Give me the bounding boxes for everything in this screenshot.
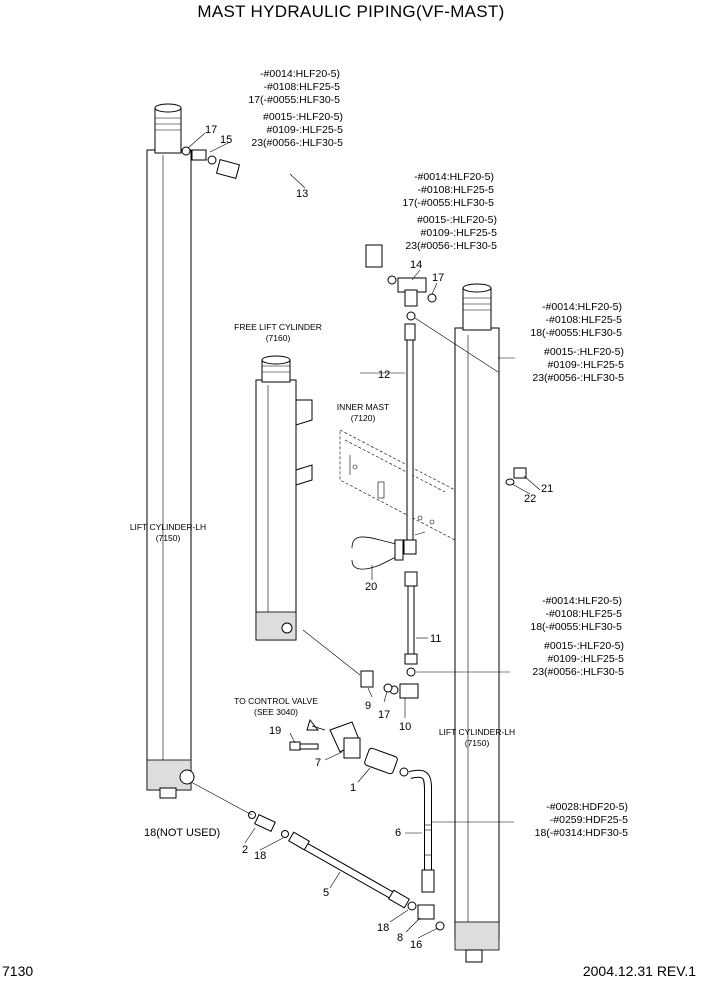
note-line: 18(-#0055:HLF30-5	[530, 621, 622, 633]
note-line: #0109-:HLF25-5	[548, 653, 625, 665]
note-line: #0109-:HLF25-5	[421, 227, 498, 239]
inner-mast-code: (7120)	[351, 413, 376, 423]
valve-1	[364, 747, 409, 777]
page-number: 7130	[2, 963, 34, 979]
to-control-valve-ref: (SEE 3040)	[254, 707, 298, 717]
callout-14: 14	[410, 259, 422, 271]
note-line: 18(-#0055:HLF30-5	[530, 327, 622, 339]
callout-18: 18	[254, 850, 266, 862]
callout-8: 8	[397, 932, 403, 944]
note-line: #0109-:HLF25-5	[548, 359, 625, 371]
lift-cylinder-left-code: (7150)	[156, 533, 181, 543]
free-lift-cylinder	[255, 355, 313, 641]
notes-right: -#0014:HLF20-5) -#0108:HLF25-5 18(-#0055…	[530, 301, 624, 384]
note-line: 17(-#0055:HLF30-5	[402, 197, 494, 209]
note-line: -#0108:HLF25-5	[264, 81, 341, 93]
fitting-9	[360, 670, 393, 693]
note-line: 23(#0056-:HLF30-5	[532, 666, 624, 678]
lift-cylinder-right-code: (7150)	[465, 738, 490, 748]
tee-14	[387, 275, 437, 321]
leader-lines	[187, 132, 541, 939]
note-line: -#0014:HLF20-5)	[414, 171, 494, 183]
callout-11: 11	[430, 633, 441, 645]
tee-8	[407, 901, 445, 931]
bracket-7	[329, 721, 361, 759]
callout-21: 21	[541, 483, 553, 495]
to-control-valve-label: TO CONTROL VALVE	[234, 696, 318, 706]
callout-5: 5	[323, 887, 329, 899]
note-line: #0015-:HLF20-5)	[263, 111, 343, 123]
note-line: -#0014:HLF20-5)	[260, 68, 340, 80]
lift-cylinder-left-label: LIFT CYLINDER-LH	[130, 522, 206, 532]
hose-13	[215, 159, 383, 268]
note-line: -#0014:HLF20-5)	[542, 595, 622, 607]
fitting-15	[191, 149, 217, 165]
note-line: -#0014:HLF20-5)	[542, 301, 622, 313]
date-revision: 2004.12.31 REV.1	[582, 963, 696, 979]
note-line: -#0108:HLF25-5	[546, 608, 623, 620]
callout-9: 9	[365, 700, 371, 712]
callout-1: 1	[350, 782, 356, 794]
callout-17: 17	[432, 272, 444, 284]
free-lift-cylinder-code: (7160)	[266, 333, 291, 343]
right-lift-cylinder	[454, 283, 500, 963]
fitting-2	[248, 811, 289, 838]
control-valve-arrow	[306, 718, 326, 731]
note-line: -#0028:HDF20-5)	[546, 801, 628, 813]
callout-17: 17	[205, 124, 217, 136]
note-line: -#0108:HLF25-5	[546, 314, 623, 326]
u-bolt-20	[351, 536, 404, 570]
callout-13: 13	[296, 188, 308, 200]
pipe-12	[403, 323, 426, 555]
note-line: 23(#0056-:HLF30-5	[532, 372, 624, 384]
bolt-19	[289, 741, 319, 751]
inner-mast	[339, 429, 456, 541]
note-line: #0015-:HLF20-5)	[417, 214, 497, 226]
callout-12: 12	[378, 369, 390, 381]
notes-bottom: -#0028:HDF20-5) -#0259:HDF25-5 18(-#0314…	[535, 801, 629, 839]
elbow-10	[389, 683, 419, 699]
callout-16: 16	[410, 939, 422, 951]
callout-17: 17	[378, 709, 390, 721]
lift-cylinder-right-label: LIFT CYLINDER-LH	[439, 727, 515, 737]
note-line: #0015-:HLF20-5)	[544, 640, 624, 652]
note-line: 23(#0056-:HLF30-5	[405, 240, 497, 252]
left-lift-cylinder	[146, 103, 195, 799]
note-line: 17(-#0055:HLF30-5	[248, 94, 340, 106]
callout-10: 10	[399, 721, 411, 733]
nut-21	[505, 467, 527, 486]
not-used-label: 18(NOT USED)	[144, 827, 220, 839]
inner-mast-label: INNER MAST	[337, 402, 389, 412]
note-line: 18(-#0314:HDF30-5	[535, 827, 629, 839]
callout-7: 7	[315, 757, 321, 769]
pipe-11	[404, 571, 418, 677]
hose-5	[288, 831, 410, 909]
callout-22: 22	[524, 493, 536, 505]
free-lift-cylinder-label: FREE LIFT CYLINDER	[234, 322, 322, 332]
note-line: -#0108:HLF25-5	[418, 184, 495, 196]
callout-15: 15	[220, 134, 232, 146]
callout-2: 2	[242, 844, 248, 856]
callout-20: 20	[365, 581, 377, 593]
notes-top: -#0014:HLF20-5) -#0108:HLF25-5 17(-#0055…	[248, 68, 343, 149]
note-line: -#0259:HDF25-5	[550, 814, 628, 826]
note-line: #0015-:HLF20-5)	[544, 346, 624, 358]
note-line: #0109-:HLF25-5	[267, 124, 344, 136]
notes-low: -#0014:HLF20-5) -#0108:HLF25-5 18(-#0055…	[530, 595, 624, 678]
notes-mid: -#0014:HLF20-5) -#0108:HLF25-5 17(-#0055…	[402, 171, 497, 252]
note-line: 23(#0056-:HLF30-5	[251, 137, 343, 149]
page-title: MAST HYDRAULIC PIPING(VF-MAST)	[197, 2, 505, 21]
callout-18: 18	[377, 922, 389, 934]
callout-6: 6	[395, 827, 401, 839]
hose-6	[409, 769, 435, 893]
callout-19: 19	[269, 725, 281, 737]
